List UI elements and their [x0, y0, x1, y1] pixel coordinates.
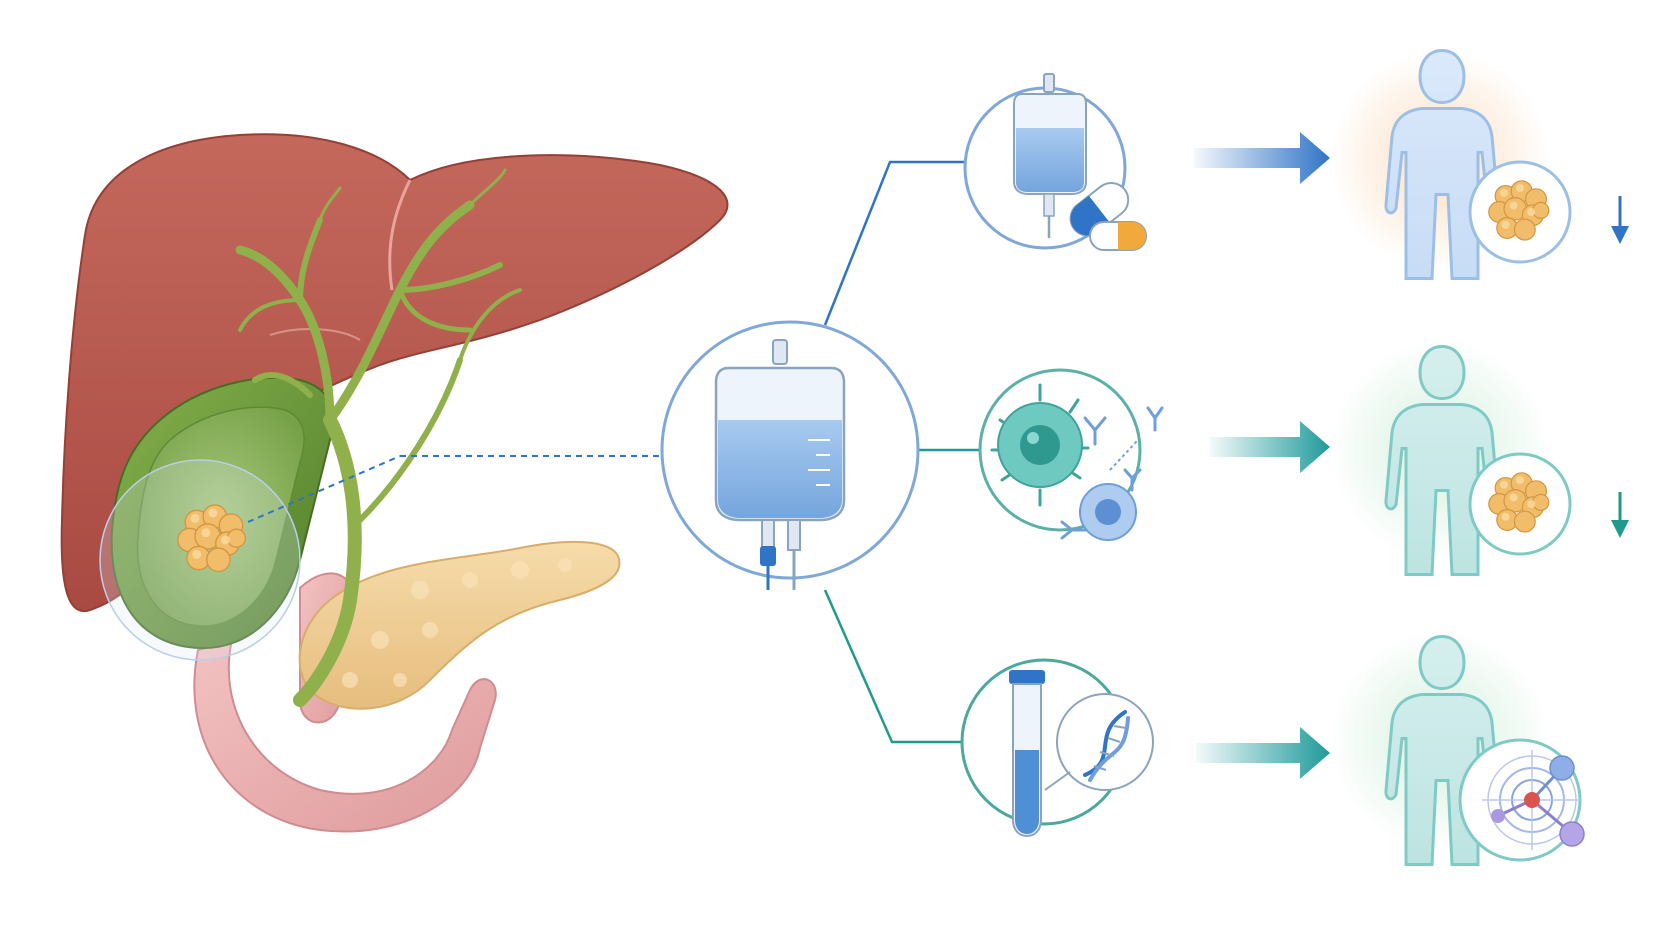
- decrease-arrow-icon: [1611, 196, 1629, 244]
- bile-duct-tree: [235, 168, 522, 707]
- decrease-arrow-icon: [1611, 492, 1629, 538]
- liver: [60, 133, 729, 613]
- molecular-target-icon: [1482, 750, 1585, 850]
- branch-connectors: [823, 160, 985, 744]
- anatomy-illustration: [60, 133, 729, 833]
- iv-bag-icon: [714, 339, 846, 590]
- arrow-chemotherapy: [1194, 132, 1330, 184]
- branch-immunotherapy: [978, 340, 1629, 577]
- arrow-immunotherapy: [1210, 421, 1330, 473]
- test-tube-dna-icon: [1009, 670, 1154, 838]
- duodenum: [193, 638, 497, 833]
- hub-iv-node: [660, 320, 920, 590]
- immune-cell-antibody-icon: [990, 383, 1164, 541]
- branch-chemotherapy: [963, 48, 1629, 281]
- iv-bag-and-capsule-icon: [1013, 73, 1147, 251]
- branch-targeted-therapy: [960, 630, 1585, 867]
- arrow-targeted-therapy: [1196, 727, 1330, 779]
